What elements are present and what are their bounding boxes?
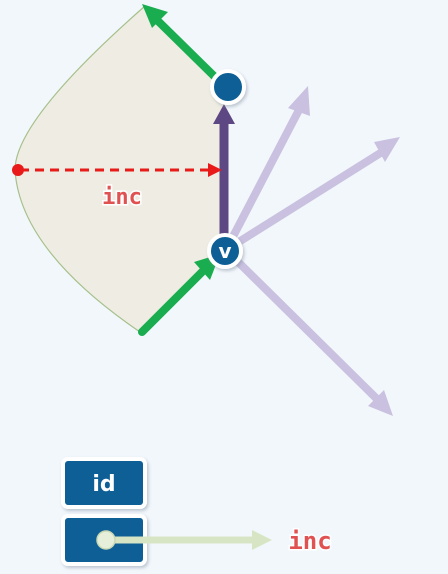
red-arrowhead — [208, 163, 222, 177]
red-dot — [12, 164, 24, 176]
faded-edge-arrows — [222, 86, 400, 416]
vertex-v-node — [207, 233, 243, 269]
faded-arrowhead-right — [374, 137, 400, 162]
green-arrow-top — [153, 16, 220, 82]
faded-arrow-right — [222, 148, 386, 254]
id-field-box — [61, 457, 147, 509]
inc-field-target-label: inc — [288, 527, 331, 555]
faded-arrowhead-up — [288, 86, 310, 116]
faded-arrow-up — [222, 104, 304, 254]
top-node — [210, 69, 246, 105]
inc-pointer-arrowhead — [252, 530, 272, 550]
inc-pointer-dot — [96, 530, 116, 550]
vertex-v-label: v — [218, 239, 231, 263]
inc-label: inc — [102, 185, 142, 210]
faded-arrowhead-down — [368, 390, 393, 416]
faded-arrow-down — [222, 246, 382, 404]
purple-arrowhead — [213, 104, 235, 124]
id-field-label: id — [92, 472, 115, 497]
green-arrowhead-top — [142, 4, 168, 28]
green-arrow-bottom — [138, 266, 208, 336]
